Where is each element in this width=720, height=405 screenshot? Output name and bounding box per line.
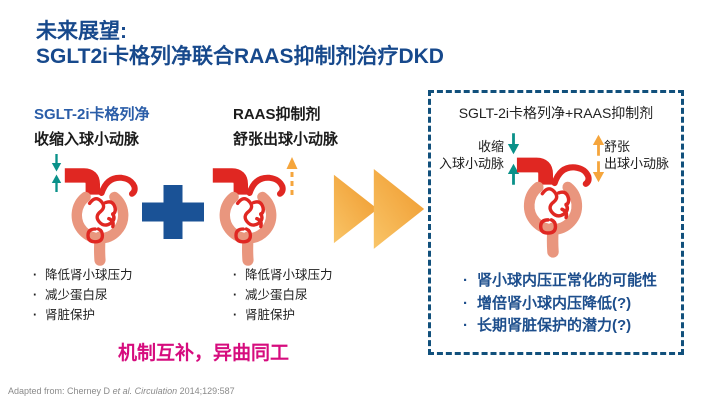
efferent-label-line1: 舒张: [604, 139, 631, 154]
afferent-label-line2: 入球小动脉: [438, 156, 504, 171]
middle-panel-subheader: 舒张出球小动脉: [233, 131, 339, 148]
bullet-item: 肾脏保护: [232, 308, 333, 323]
glomerulus-illustration-left: [60, 157, 140, 269]
bullet-item: 肾小球内压正常化的可能性: [462, 273, 657, 289]
middle-panel-header: RAAS抑制剂: [233, 106, 321, 123]
glomerulus-illustration-middle: [208, 157, 288, 269]
bullet-item: 长期肾脏保护的潜力(?): [462, 318, 657, 334]
dilate-dashed-up-arrow-icon: [285, 156, 299, 198]
footnote-suffix: 2014;129:587: [177, 386, 235, 396]
bullet-item: 降低肾小球压力: [232, 268, 333, 283]
footnote-prefix: Adapted from: Cherney D: [8, 386, 113, 396]
bullet-item: 增倍肾小球内压降低(?): [462, 295, 657, 312]
page-title-line2: SGLT2i卡格列净联合RAAS抑制剂治疗DKD: [36, 45, 444, 68]
bullet-item: 降低肾小球压力: [32, 268, 133, 283]
double-chevron-right-icon: [333, 169, 425, 249]
footnote: Adapted from: Cherney D et al. Circulati…: [8, 386, 235, 396]
plus-icon: [142, 185, 204, 239]
efferent-label-line2: 出球小动脉: [604, 156, 670, 171]
bullet-item: 减少蛋白尿: [232, 288, 333, 303]
left-panel-header: SGLT-2i卡格列净: [34, 106, 150, 123]
bullet-item: 肾脏保护: [32, 308, 133, 323]
result-panel: SGLT-2i卡格列净+RAAS抑制剂 收缩 入球小动脉 舒张 出球小动脉 肾小…: [428, 90, 684, 355]
bullet-item: 减少蛋白尿: [32, 288, 133, 303]
afferent-label: 收缩 入球小动脉: [436, 138, 504, 172]
page-title-line1: 未来展望:: [36, 20, 127, 43]
result-panel-title: SGLT-2i卡格列净+RAAS抑制剂: [458, 105, 654, 121]
middle-panel-bullets: 降低肾小球压力 减少蛋白尿 肾脏保护: [232, 268, 333, 328]
afferent-label-line1: 收缩: [477, 139, 504, 154]
left-panel-bullets: 降低肾小球压力 减少蛋白尿 肾脏保护: [32, 268, 133, 328]
footnote-journal: Circulation: [134, 386, 178, 396]
tagline: 机制互补，异曲同工: [118, 343, 290, 364]
glomerulus-illustration-result: [512, 146, 594, 261]
footnote-et-al: et al.: [112, 386, 133, 396]
left-panel-subheader: 收缩入球小动脉: [34, 131, 140, 148]
efferent-label: 舒张 出球小动脉: [604, 138, 682, 172]
result-panel-bullets: 肾小球内压正常化的可能性 增倍肾小球内压降低(?) 长期肾脏保护的潜力(?): [462, 273, 657, 341]
